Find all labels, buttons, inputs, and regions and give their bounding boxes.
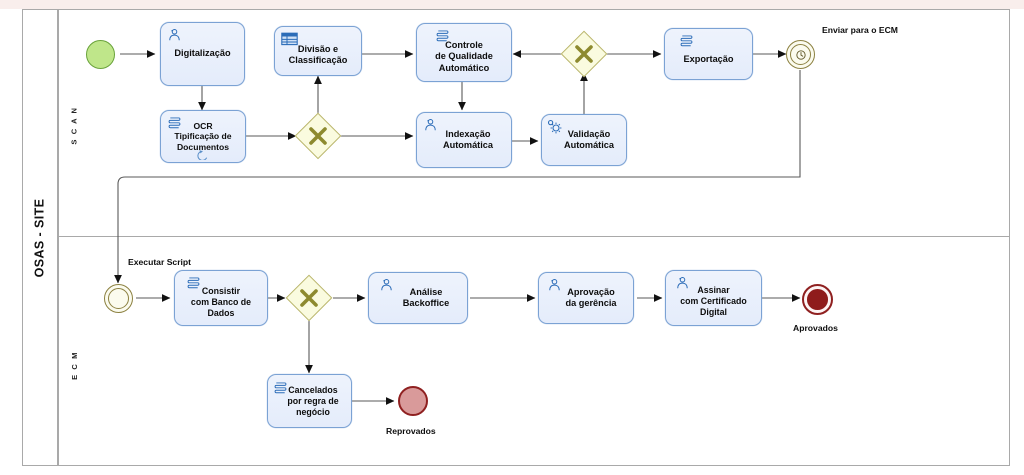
gateway-scan-2[interactable] [560, 30, 608, 78]
task-validacao-automatica[interactable]: Validação Automática [541, 114, 627, 166]
lane-label-scan: S C A N [58, 80, 90, 170]
start-event-ecm-executar-script[interactable] [104, 284, 133, 313]
user-icon [549, 279, 560, 291]
gateway-ecm-1[interactable] [285, 274, 333, 322]
event-inner-ring [789, 43, 812, 66]
user-icon [169, 29, 180, 41]
end-event-aprovados[interactable] [802, 284, 833, 315]
task-analise-backoffice[interactable]: Análise Backoffice [368, 272, 468, 324]
x-mark-icon [300, 289, 318, 307]
script-icon [274, 382, 287, 394]
end-event-reprovados[interactable] [398, 386, 428, 416]
task-cancelados-regra-negocio[interactable]: Cancelados por regra de negócio [267, 374, 352, 428]
x-mark-icon [309, 127, 327, 145]
task-indexacao-automatica-label: Indexação Automática [442, 128, 494, 151]
gear-icon [547, 119, 562, 134]
loop-marker-icon [197, 150, 208, 160]
label-aprovados: Aprovados [793, 323, 838, 333]
task-cancelados-regra-negocio-label: Cancelados por regra de negócio [287, 384, 339, 417]
task-ocr-label: OCR Tipificação de Documentos [174, 120, 232, 152]
task-assinar-certificado-digital[interactable]: Assinar com Certificado Digital [665, 270, 762, 326]
event-inner-ring [107, 287, 130, 310]
task-controle-qualidade-label: Controle de Qualidade Automático [435, 39, 493, 73]
task-exportacao-label: Exportação [683, 53, 734, 64]
script-icon [680, 35, 693, 47]
gateway-scan-1[interactable] [294, 112, 342, 160]
task-indexacao-automatica[interactable]: Indexação Automática [416, 112, 512, 168]
user-icon [677, 277, 688, 289]
lane-divider [58, 236, 1010, 237]
start-event-scan[interactable] [86, 40, 115, 69]
x-mark-icon [575, 45, 593, 63]
terminate-inner-circle [807, 289, 828, 310]
user-icon [381, 279, 392, 291]
script-icon [187, 277, 200, 289]
pool-header-divider [58, 9, 59, 466]
script-icon [168, 117, 181, 129]
task-assinar-certificado-digital-label: Assinar com Certificado Digital [680, 285, 747, 317]
lane-label-scan-text: S C A N [69, 105, 79, 145]
task-consistir-banco-dados[interactable]: Consistir com Banco de Dados [174, 270, 268, 326]
pool-label: OSAS - SITE [22, 9, 58, 466]
task-digitalizacao-label: Digitalização [174, 48, 231, 59]
label-reprovados: Reprovados [386, 426, 436, 436]
label-enviar-para-ecm: Enviar para o ECM [822, 25, 898, 35]
pool-label-text: OSAS - SITE [32, 198, 47, 277]
task-exportacao[interactable]: Exportação [664, 28, 753, 80]
task-aprovacao-gerencia[interactable]: Aprovação da gerência [538, 272, 634, 324]
table-icon [281, 32, 298, 46]
task-ocr[interactable]: OCR Tipificação de Documentos [160, 110, 246, 163]
user-icon [425, 119, 436, 131]
lane-label-ecm: E C M [58, 320, 90, 410]
task-analise-backoffice-label: Análise Backoffice [402, 286, 450, 309]
task-controle-qualidade[interactable]: Controle de Qualidade Automático [416, 23, 512, 82]
pool-border [22, 9, 1010, 466]
top-band [0, 0, 1024, 9]
label-executar-script: Executar Script [128, 257, 192, 267]
task-digitalizacao[interactable]: Digitalização [160, 22, 245, 86]
task-divisao-classificacao-label: Divisão e Classificação [288, 43, 348, 66]
intermediate-timer-event-enviar-ecm[interactable] [786, 40, 815, 69]
script-icon [436, 30, 449, 42]
task-aprovacao-gerencia-label: Aprovação da gerência [565, 286, 617, 309]
task-consistir-banco-dados-label: Consistir com Banco de Dados [190, 285, 252, 318]
task-divisao-classificacao[interactable]: Divisão e Classificação [274, 26, 362, 76]
lane-label-ecm-text: E C M [69, 350, 79, 380]
clock-icon [795, 49, 806, 60]
